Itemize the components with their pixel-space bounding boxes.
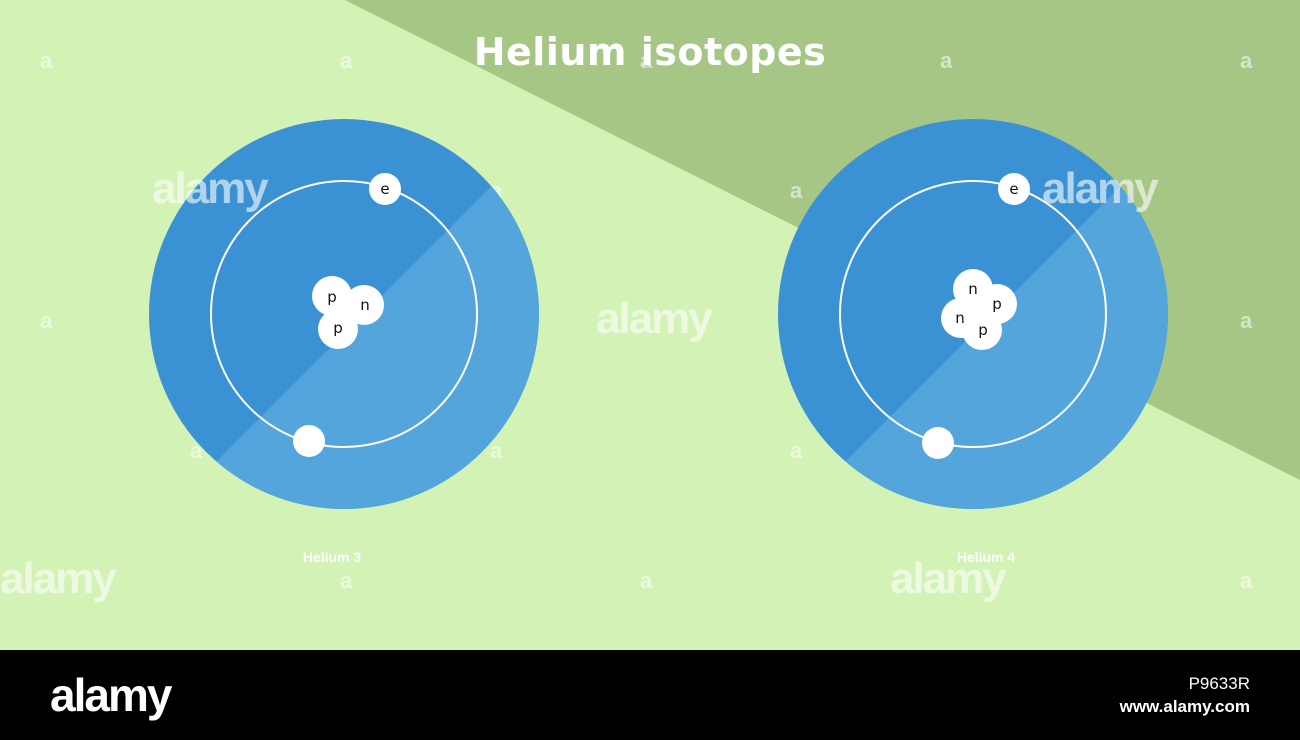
watermark-mark: a: [340, 48, 353, 73]
watermark-mark: a: [40, 308, 53, 333]
atom-helium-4-graphic: e n p n p: [778, 119, 1168, 509]
image-id: P9633R: [1188, 674, 1250, 693]
watermark-logo: alamy: [596, 294, 713, 343]
nucleon-label: p: [978, 321, 988, 339]
watermark-mark: a: [940, 48, 953, 73]
footer-logo: alamy: [50, 669, 172, 721]
electron-label: e: [380, 180, 389, 198]
electron-orbit: [839, 180, 1107, 448]
watermark-mark: a: [490, 438, 503, 463]
watermark-logo: alamy: [0, 554, 117, 603]
watermark-mark: a: [790, 438, 803, 463]
electron: [998, 173, 1030, 205]
nucleon-label: n: [955, 309, 965, 327]
watermark-mark: a: [640, 48, 653, 73]
atom-helium-3: e p n p: [148, 118, 540, 510]
diagram-title: Helium isotopes: [473, 30, 827, 74]
electron-orbit: [210, 180, 478, 448]
watermark-logo: alamy: [1042, 164, 1159, 213]
nucleon-label: n: [360, 296, 370, 314]
watermark-mark: a: [340, 568, 353, 593]
neutron: [344, 285, 384, 325]
watermark-mark: a: [1240, 48, 1253, 73]
nucleon-label: p: [992, 295, 1002, 313]
watermark-mark: a: [40, 48, 53, 73]
electron: [369, 173, 401, 205]
footer-bar: alamy P9633R www.alamy.com: [0, 650, 1300, 740]
atom-helium-3-graphic: e p n p: [149, 119, 539, 509]
electron-label: e: [1009, 180, 1018, 198]
nucleon-label: p: [327, 288, 337, 306]
watermark-mark: a: [1240, 308, 1253, 333]
watermark-mark: a: [640, 568, 653, 593]
diagram-canvas: a a a a a a a a a a a a a a a a Helium i…: [0, 0, 1300, 650]
footer-url: www.alamy.com: [1119, 697, 1250, 716]
watermark-logo: alamy: [890, 554, 1007, 603]
proton: [962, 310, 1002, 350]
watermark-mark: a: [790, 178, 803, 203]
watermark-mark: a: [1240, 568, 1253, 593]
proton: [312, 276, 352, 316]
electron: [293, 425, 325, 457]
atom-helium-4: e n p n p: [777, 118, 1169, 510]
atom-caption-helium-3: Helium 3: [302, 549, 362, 565]
nucleon-label: n: [968, 280, 978, 298]
nucleon-label: p: [333, 319, 343, 337]
proton: [318, 309, 358, 349]
watermark-logo: alamy: [152, 164, 269, 213]
atom-caption-helium-4: Helium 4: [956, 549, 1016, 565]
electron: [922, 427, 954, 459]
